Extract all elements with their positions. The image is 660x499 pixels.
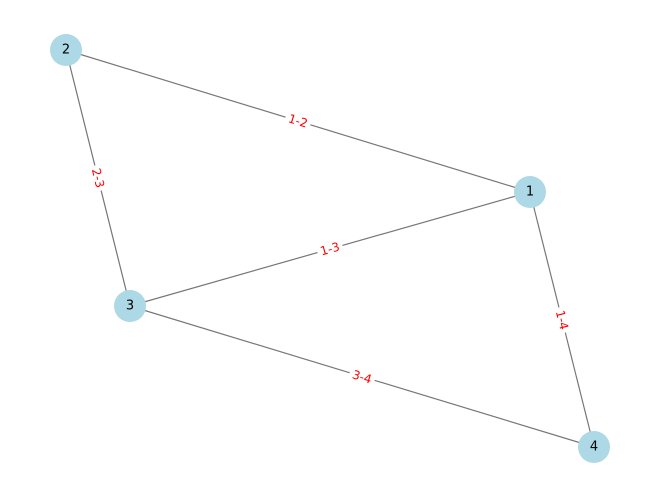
svg-text:3-4: 3-4 [351, 367, 374, 386]
edge-label-1-3: 1-3 [315, 237, 345, 261]
nodes: 1 2 3 4 [50, 34, 610, 463]
edge-labels: 1-2 2-3 1-3 3-4 1-4 [87, 109, 573, 389]
node-3: 3 [114, 290, 146, 322]
edge-label-1-4: 1-4 [551, 305, 573, 335]
svg-text:1-4: 1-4 [553, 309, 571, 331]
node-4: 4 [578, 431, 610, 463]
svg-text:2-3: 2-3 [89, 167, 107, 189]
node-4-label: 4 [590, 440, 598, 455]
edge-label-1-2: 1-2 [283, 109, 313, 133]
node-3-label: 3 [126, 299, 134, 314]
node-1-label: 1 [526, 185, 534, 200]
node-2: 2 [50, 34, 82, 66]
svg-text:1-2: 1-2 [287, 111, 310, 130]
edge-label-2-3: 2-3 [87, 163, 109, 193]
node-2-label: 2 [62, 43, 70, 58]
node-1: 1 [514, 176, 546, 208]
edge-label-3-4: 3-4 [347, 365, 377, 389]
svg-text:1-3: 1-3 [319, 240, 342, 259]
